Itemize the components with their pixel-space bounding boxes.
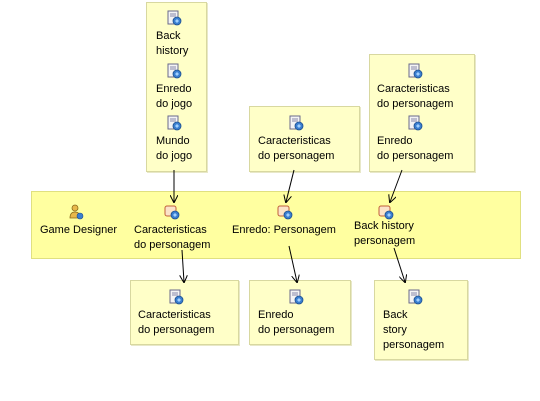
output-label: Caracteristicas do personagem — [138, 309, 215, 336]
work-product-icon — [289, 115, 304, 131]
task-back-history[interactable]: Back history personagem — [354, 204, 415, 249]
input-label: Back history — [156, 30, 189, 57]
work-product-icon — [408, 289, 423, 305]
output-label: Back story personagem — [383, 309, 445, 351]
work-product-icon — [408, 115, 423, 131]
input-caracteristicas-right[interactable]: Caracteristicas do personagem — [377, 63, 453, 112]
role-game-designer[interactable]: Game Designer — [40, 204, 117, 238]
inputs-left-note — [146, 2, 207, 172]
task-label: Caracteristicas do personagem — [134, 224, 211, 251]
task-icon — [164, 205, 180, 220]
input-label: Caracteristicas do personagem — [377, 83, 454, 110]
task-enredo-personagem[interactable]: Enredo: Personagem — [232, 204, 336, 238]
input-mundo-jogo[interactable]: Mundo do jogo — [156, 115, 192, 164]
task-icon — [277, 205, 293, 220]
input-label: Enredo do jogo — [156, 83, 193, 110]
input-enredo-personagem[interactable]: Enredo do personagem — [377, 115, 453, 164]
output-note-3 — [374, 280, 468, 360]
task-band — [31, 191, 521, 259]
work-product-icon — [167, 10, 182, 26]
input-label: Mundo do jogo — [156, 135, 193, 162]
work-product-icon — [408, 63, 423, 79]
output-enredo-personagem[interactable]: Enredo do personagem — [258, 289, 334, 338]
work-product-icon — [289, 289, 304, 305]
output-note-1 — [130, 280, 239, 345]
role-icon — [69, 204, 84, 220]
inputs-middle-note — [249, 106, 360, 172]
work-product-icon — [169, 289, 184, 305]
task-label: Back history personagem — [354, 220, 416, 247]
task-caracteristicas[interactable]: Caracteristicas do personagem — [134, 204, 210, 253]
work-product-icon — [167, 63, 182, 79]
input-label: Enredo do personagem — [377, 135, 454, 162]
input-back-history[interactable]: Back history — [156, 10, 188, 59]
task-icon — [378, 205, 394, 220]
output-back-story[interactable]: Back story personagem — [383, 289, 444, 353]
output-caracteristicas[interactable]: Caracteristicas do personagem — [138, 289, 214, 338]
role-label: Game Designer — [40, 224, 118, 236]
input-caracteristicas-middle[interactable]: Caracteristicas do personagem — [258, 115, 334, 164]
input-enredo-jogo[interactable]: Enredo do jogo — [156, 63, 192, 112]
input-label: Caracteristicas do personagem — [258, 135, 335, 162]
work-product-icon — [167, 115, 182, 131]
output-label: Enredo do personagem — [258, 309, 335, 336]
task-label: Enredo: Personagem — [232, 224, 336, 236]
